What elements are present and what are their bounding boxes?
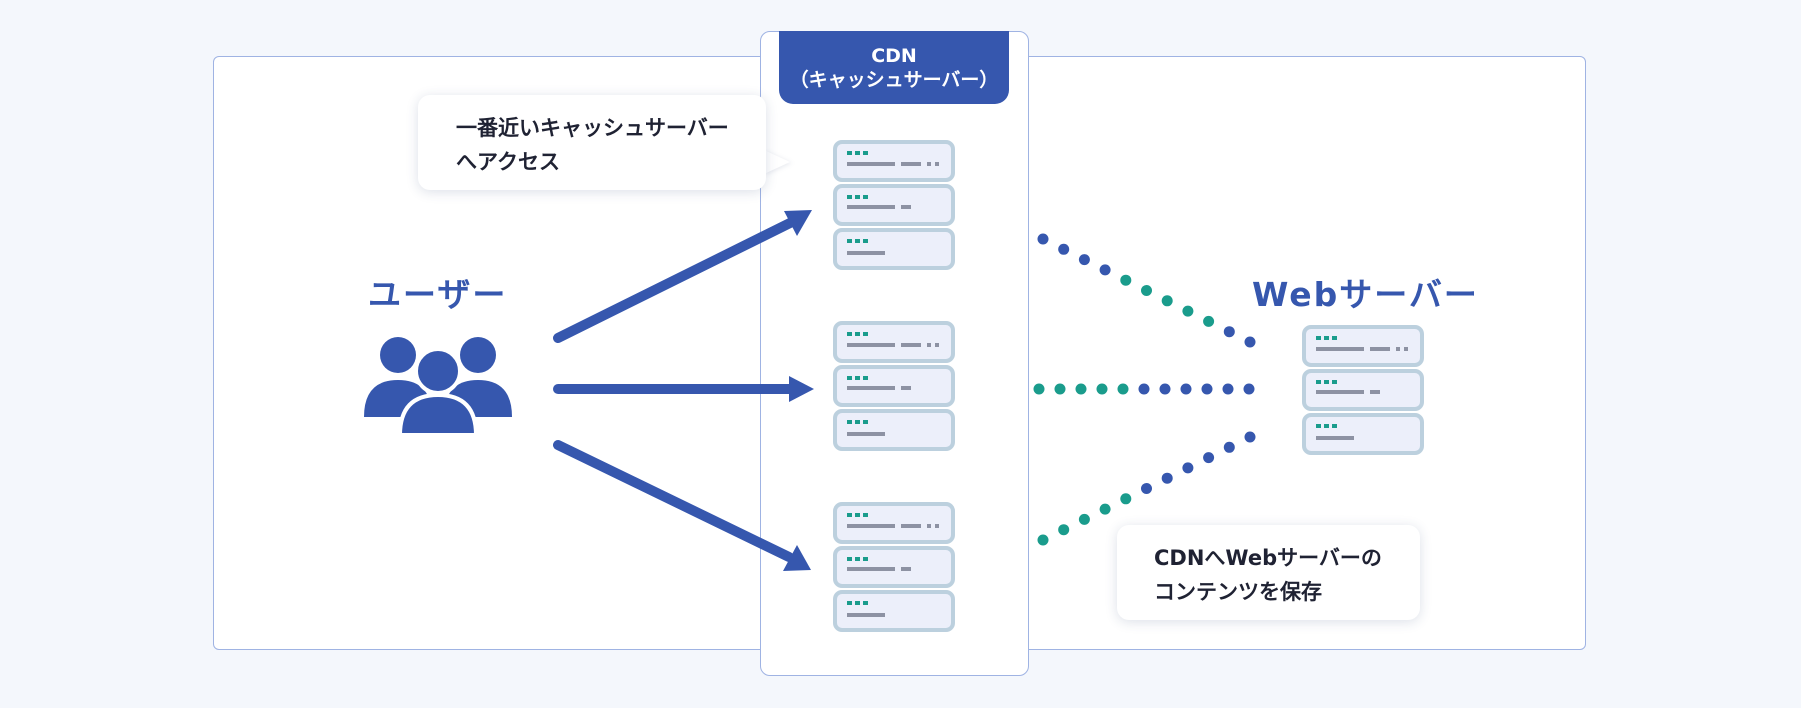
link-dot [1075,383,1087,395]
link-dot [1182,462,1194,474]
cdn-title: CDN [871,44,917,67]
link-dot [1223,326,1235,338]
link-dot [1078,513,1090,525]
user-group-icon [362,335,514,439]
link-dot [1054,383,1066,395]
cdn-server-bottom [833,502,955,638]
link-dot [1096,383,1108,395]
link-dot [1033,383,1045,395]
server-stack-icon [1302,325,1424,455]
link-dot [1120,274,1132,286]
link-dot [1244,336,1256,348]
link-dot [1203,452,1215,464]
link-dot [1058,524,1070,536]
callout-store-content-line2: コンテンツを保存 [1154,580,1322,604]
callout-store-content: CDNへWebサーバーの コンテンツを保存 [1117,525,1420,620]
link-bottom-server [1037,431,1256,546]
link-dot [1180,383,1192,395]
dotted-links [1033,233,1256,546]
cdn-server-top [833,140,955,276]
link-dot [1182,305,1194,317]
link-dot [1161,295,1173,307]
link-dot [1099,503,1111,515]
link-dot [1244,431,1256,443]
link-dot [1120,493,1132,505]
link-dot [1159,383,1171,395]
link-dot [1141,285,1152,296]
link-dot [1201,383,1213,395]
link-dot [1161,472,1173,484]
arrow-to-top-server [553,218,795,343]
bubble-tail-access [764,150,790,174]
link-top-server [1037,233,1256,348]
link-dot [1099,264,1111,276]
cdn-header: CDN （キャッシュサーバー） [779,31,1009,104]
callout-nearest-cache-line1: 一番近いキャッシュサーバー [456,116,729,140]
link-dot [1037,534,1049,546]
web-server [1302,325,1424,461]
cdn-subtitle: （キャッシュサーバー） [789,68,999,91]
link-dot [1222,383,1234,395]
server-stack-icon [833,321,955,451]
link-dot [1203,315,1215,327]
user-title: ユーザー [368,275,508,314]
link-dot [1138,383,1150,395]
link-dot [1058,243,1070,255]
link-dot [1223,441,1235,453]
server-stack-icon [833,140,955,270]
webserver-title: Webサーバー [1252,275,1479,314]
callout-nearest-cache: 一番近いキャッシュサーバー へアクセス [418,95,766,190]
arrow-to-bottom-server [553,440,794,562]
cdn-server-middle [833,321,955,457]
callout-store-content-line1: CDNへWebサーバーの [1154,546,1382,570]
link-middle-server [1033,383,1255,395]
link-dot [1243,383,1255,395]
link-dot [1141,483,1152,494]
link-dot [1078,254,1090,266]
callout-nearest-cache-line2: へアクセス [456,150,560,174]
user-to-cdn-arrows [553,210,814,571]
link-dot [1117,383,1129,395]
link-dot [1037,233,1049,245]
server-stack-icon [833,502,955,632]
bubble-tail-store [1136,500,1160,527]
